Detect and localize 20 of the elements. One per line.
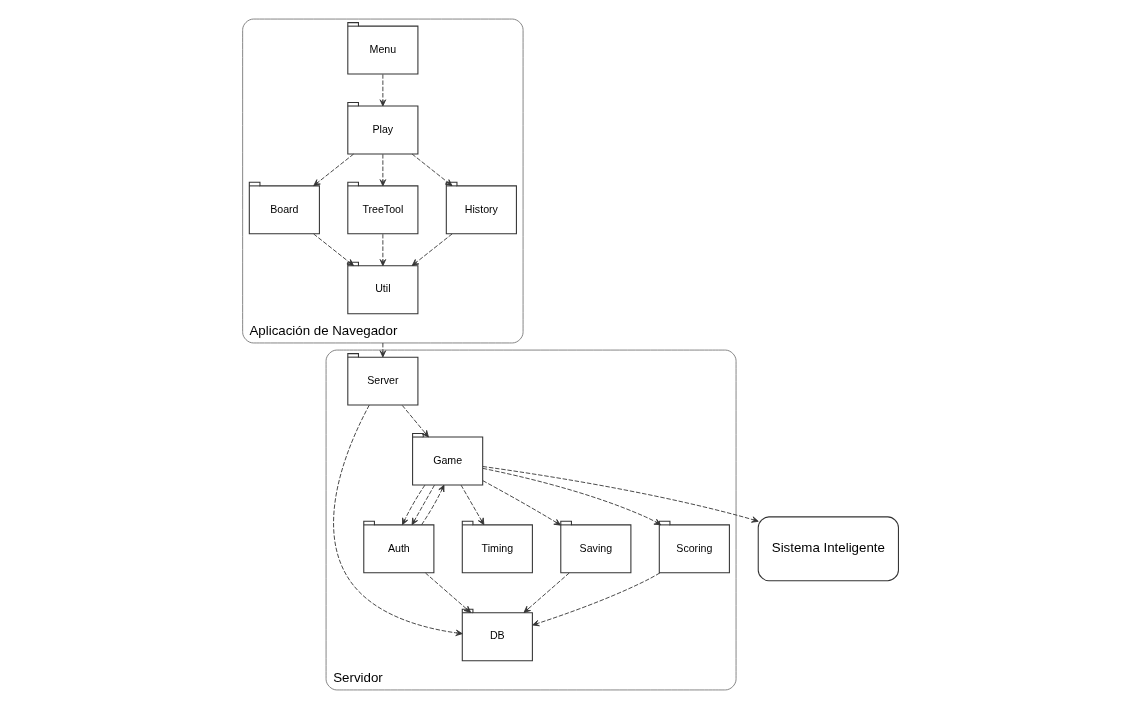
arrow [313, 233, 354, 266]
arrow [411, 153, 453, 187]
arrow [402, 484, 426, 526]
arrow [379, 233, 387, 267]
arrow [333, 404, 463, 637]
arrow [421, 484, 445, 526]
arrow [401, 405, 429, 438]
arrow [411, 233, 453, 266]
arrow [411, 484, 435, 526]
arrow [532, 572, 661, 627]
arrow [482, 466, 759, 523]
arrow [379, 153, 387, 187]
arrow [523, 572, 570, 613]
arrow [379, 74, 387, 107]
arrow [460, 484, 485, 526]
arrow [482, 467, 662, 526]
arrow [379, 342, 387, 358]
node-box: Sistema Inteligente [757, 516, 899, 582]
arrow [313, 153, 355, 187]
arrow [482, 480, 561, 526]
